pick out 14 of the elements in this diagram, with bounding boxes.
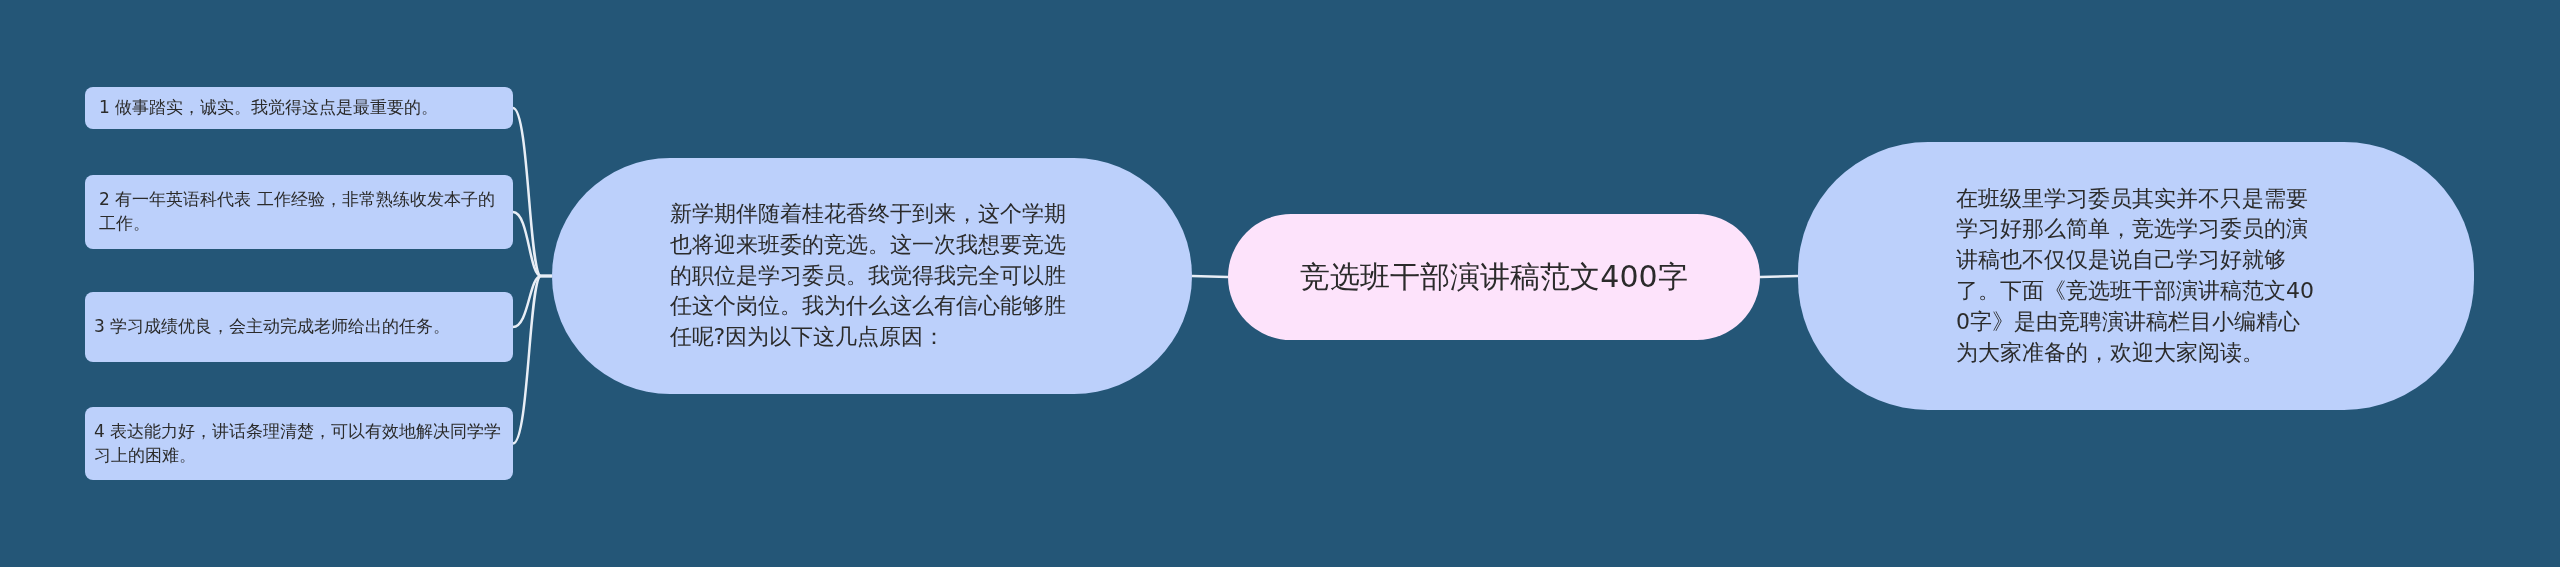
point-box: [85, 292, 513, 362]
point-box: [85, 407, 513, 480]
point-box: [85, 87, 513, 129]
body-text: 1 做事踏实，诚实。我觉得这点是最重要的。: [99, 96, 440, 120]
connector-line: [1191, 274, 1229, 279]
body-text: 3 学习成绩优良，会主动完成老师给出的任务。: [94, 315, 452, 339]
title-text: 竞选班干部演讲稿范文400字: [1299, 258, 1689, 296]
point-box: [85, 175, 513, 249]
body-text: 新学期伴随着桂花香终于到来，这个学期也将迎来班委的竞选。这一次我想要竞选的职位是学习委员。我觉得我完全可以胜任这个岗位。我为什么这么有信心能够胜任呢?因为以下这几点原因：: [669, 200, 1067, 352]
body-text: 4 表达能力好，讲话条理清楚，可以有效地解决同学学习上的困难。: [94, 419, 503, 467]
connector-line: [1759, 274, 1799, 279]
body-text: 2 有一年英语科代表 工作经验，非常熟练收发本子的工作。: [99, 188, 496, 235]
body-text: 在班级里学习委员其实并不只是需要学习好那么简单，竞选学习委员的演讲稿也不仅仅是说自己学习好就够了。下面《竞选班干部演讲稿范文400字》是由竞聘演讲稿栏目小编精心为大家准备的，欢迎大家阅读。: [1956, 184, 2315, 367]
connector-line: [512, 274, 552, 445]
